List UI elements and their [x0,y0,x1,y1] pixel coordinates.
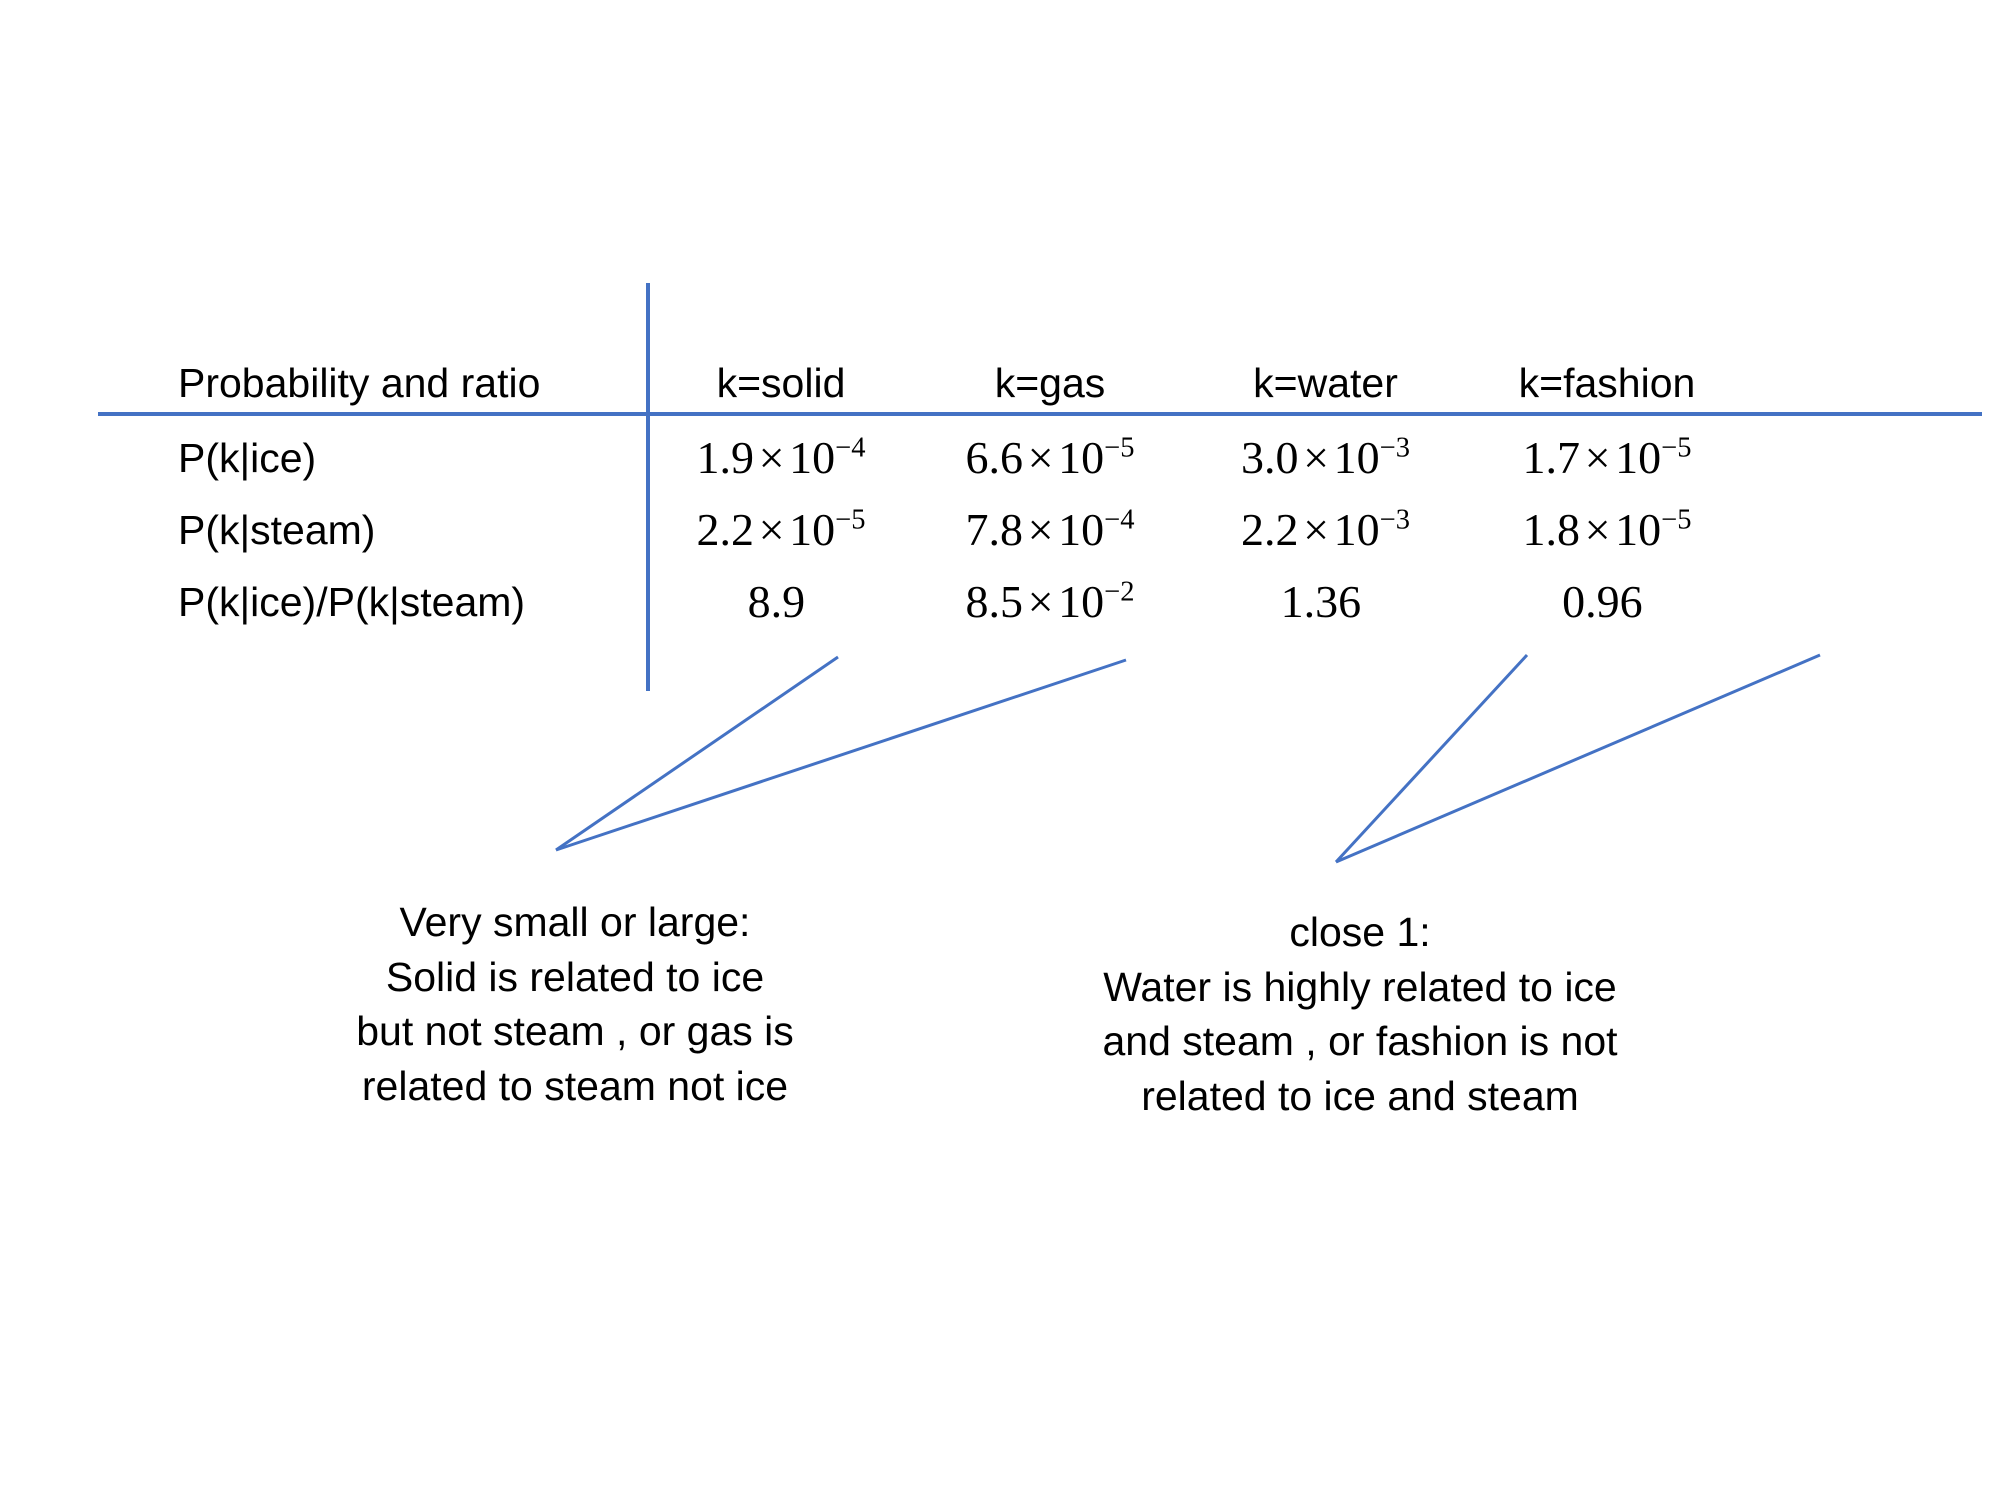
mantissa: 8.5 [965,576,1024,627]
row-label-ratio: P(k|ice)/P(k|steam) [178,578,526,625]
mantissa: 1.9 [696,432,755,483]
cell-steam-fashion: 1.8×10−5 [1467,504,1747,555]
times-symbol: × [1027,432,1054,483]
times-symbol: × [1584,432,1611,483]
table-header-row: Probability and ratio k=solid k=gas k=wa… [0,347,2000,419]
base: 10 [1615,504,1662,555]
cell-steam-solid: 2.2×10−5 [646,504,916,555]
table-vertical-divider [646,283,650,691]
exponent: −5 [1661,432,1692,464]
base: 10 [789,432,836,483]
exponent: −5 [1661,504,1692,536]
mantissa: 3.0 [1241,432,1299,483]
base: 10 [1333,504,1380,555]
times-symbol [1643,576,1652,627]
times-symbol: × [1584,504,1611,555]
base: 10 [1058,504,1105,555]
exponent: −5 [1104,432,1135,464]
exponent: −2 [1104,576,1135,608]
cell-steam-gas: 7.8×10−4 [916,504,1184,555]
cell-steam-water: 2.2×10−3 [1184,504,1467,555]
base: 10 [1615,432,1662,483]
row-label-p-k-ice: P(k|ice) [178,434,317,481]
mantissa: 0.96 [1562,576,1643,627]
base: 10 [1333,432,1380,483]
column-header-k-gas: k=gas [994,359,1106,406]
cell-ratio-fashion: 0.96 [1467,579,1747,625]
mantissa: 2.2 [696,504,755,555]
column-header-k-water: k=water [1253,359,1398,406]
times-symbol: × [1303,504,1330,555]
table-corner-label: Probability and ratio [178,359,541,406]
table-row: P(k|steam) 2.2×10−5 7.8×10−4 2.2×10−3 1.… [0,494,2000,566]
times-symbol: × [758,504,785,555]
mantissa: 1.36 [1280,576,1362,627]
exponent: −5 [835,504,866,536]
mantissa: 8.9 [747,576,806,627]
annotation-left: Very small or large: Solid is related to… [356,899,794,1109]
column-header-k-solid: k=solid [716,359,846,406]
cell-ratio-gas: 8.5×10−2 [916,576,1184,627]
mantissa: 7.8 [965,504,1024,555]
annotation-right: close 1: Water is highly related to ice … [1102,909,1618,1119]
table-row: P(k|ice) 1.9×10−4 6.6×10−5 3.0×10−3 1.7×… [0,422,2000,494]
connector-line-gas [555,658,1127,852]
mantissa: 1.7 [1522,432,1581,483]
cell-ice-gas: 6.6×10−5 [916,432,1184,483]
cell-ice-water: 3.0×10−3 [1184,432,1467,483]
exponent: −4 [835,432,866,464]
mantissa: 6.6 [965,432,1024,483]
times-symbol [805,576,814,627]
connector-line-water [1334,653,1529,864]
exponent: −3 [1379,504,1410,536]
row-label-p-k-steam: P(k|steam) [178,506,376,553]
times-symbol: × [1027,576,1054,627]
base: 10 [1058,576,1105,627]
times-symbol: × [1303,432,1330,483]
cell-ice-fashion: 1.7×10−5 [1467,432,1747,483]
exponent: −3 [1379,432,1410,464]
connector-line-solid [555,655,839,852]
times-symbol [1361,576,1370,627]
times-symbol: × [758,432,785,483]
cell-ratio-water: 1.36 [1184,579,1467,625]
cell-ice-solid: 1.9×10−4 [646,432,916,483]
base: 10 [789,504,836,555]
exponent: −4 [1104,504,1135,536]
connector-line-fashion [1335,653,1821,864]
times-symbol: × [1027,504,1054,555]
column-header-k-fashion: k=fashion [1518,359,1696,406]
mantissa: 2.2 [1241,504,1299,555]
table-header-underline [98,412,1982,416]
table-row: P(k|ice)/P(k|steam) 8.9 8.5×10−2 1.36 0.… [0,566,2000,638]
mantissa: 1.8 [1522,504,1581,555]
base: 10 [1058,432,1105,483]
cell-ratio-solid: 8.9 [646,579,916,625]
